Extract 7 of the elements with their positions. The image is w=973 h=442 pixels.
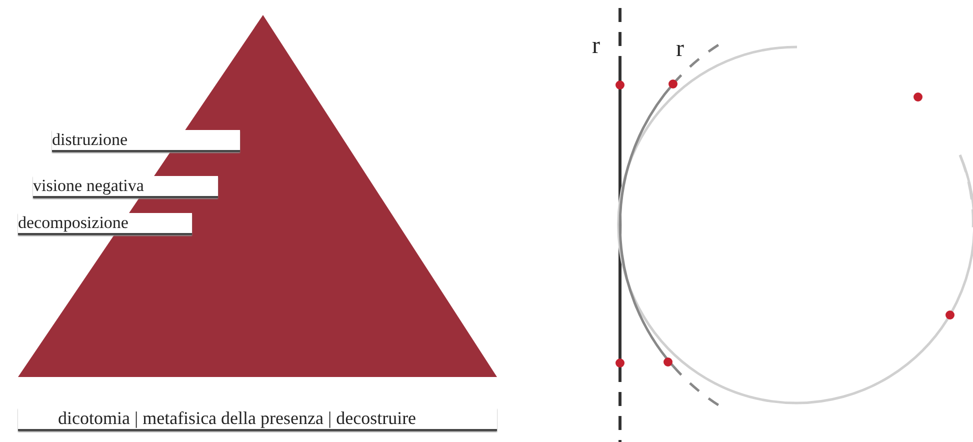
caption-text: dicotomia | metafisica della presenza | decostruire <box>18 408 497 431</box>
pyramid-triangle <box>18 15 497 377</box>
list-item-label: decomposizione <box>18 213 192 235</box>
radius-label: r <box>676 36 684 63</box>
radius-label: r <box>592 33 600 60</box>
list-item-label: distruzione <box>52 130 240 152</box>
list-item-label: visione negativa <box>33 176 218 198</box>
